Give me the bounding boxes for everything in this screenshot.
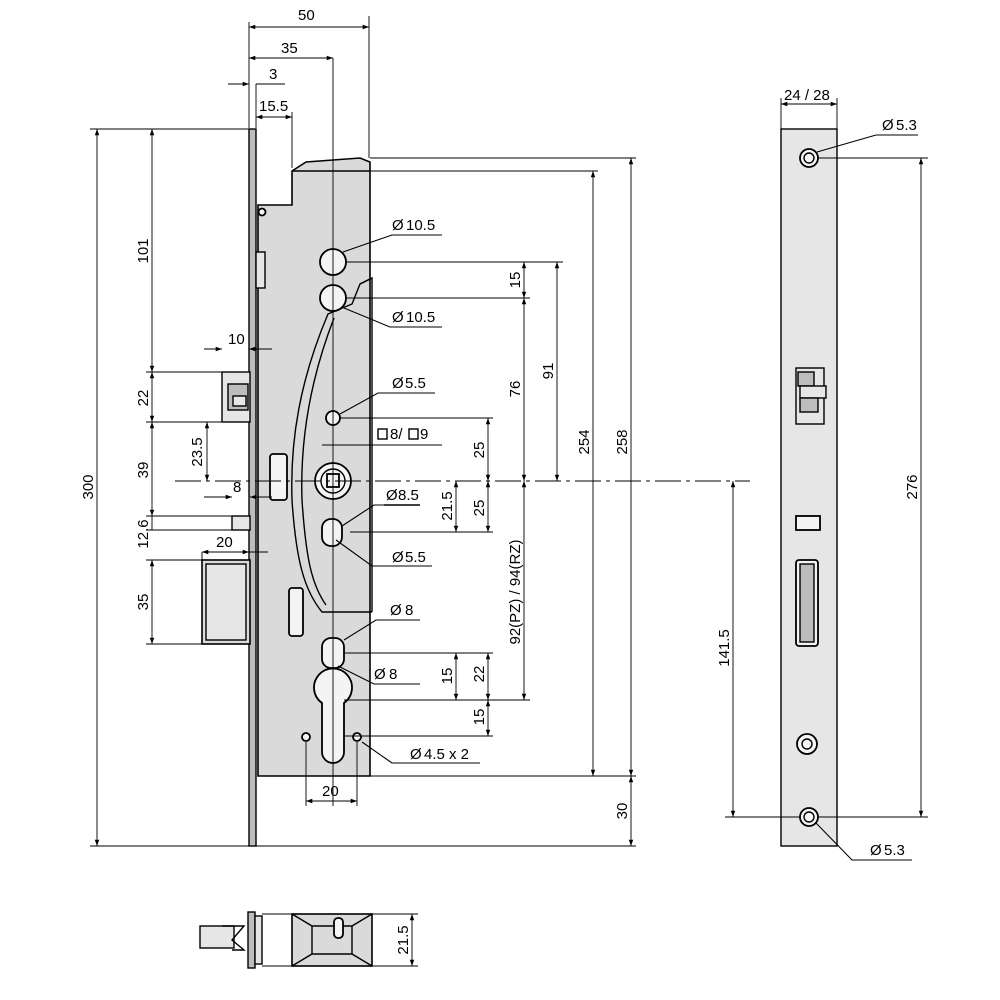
dim-22: 22 bbox=[135, 390, 152, 407]
faceplate-hole-middle bbox=[796, 733, 818, 755]
callout-diameter-symbol: Ø bbox=[410, 746, 422, 763]
bottom-end-view: 21.5 bbox=[199, 911, 418, 969]
internal-lever-outline bbox=[291, 277, 373, 613]
hole-4-5-left bbox=[301, 732, 311, 742]
latch-bolt-tip bbox=[232, 395, 247, 407]
callout-d5-5-lower: 5.5 bbox=[405, 549, 426, 566]
end-view-bolt bbox=[199, 925, 235, 949]
lock-case bbox=[257, 157, 371, 777]
dim-91: 91 bbox=[540, 363, 557, 380]
dim-10: 10 bbox=[228, 331, 245, 348]
callout-diameter-symbol: Ø bbox=[392, 375, 404, 392]
dim-258: 258 bbox=[614, 429, 631, 454]
callout-d5-5-upper: 5.5 bbox=[405, 375, 426, 392]
callout-diameter-symbol: Ø bbox=[870, 842, 882, 859]
dim-25-upper: 25 bbox=[471, 442, 488, 459]
callout-diameter-symbol: Ø bbox=[392, 309, 404, 326]
case-screw bbox=[257, 207, 267, 217]
dim-300: 300 bbox=[80, 474, 97, 499]
dim-76: 76 bbox=[507, 381, 524, 398]
callout-diameter-symbol: Ø bbox=[392, 217, 404, 234]
dim-21-5-end: 21.5 bbox=[395, 925, 412, 954]
faceplate-view: 24 / 28 Ø 5.3 Ø 5.3 276 141.5 bbox=[716, 87, 928, 861]
dim-25-lower: 25 bbox=[471, 500, 488, 517]
dim-92-94: 92(PZ) / 94(RZ) bbox=[507, 539, 524, 644]
faceplate-small-opening bbox=[795, 515, 821, 531]
callout-spindle-8: 8/ bbox=[390, 426, 403, 443]
faceplate bbox=[780, 128, 838, 847]
faceplate-hole-bottom bbox=[799, 807, 819, 827]
dim-101: 101 bbox=[135, 238, 152, 263]
side-clip bbox=[255, 251, 266, 289]
dim-20-cylinder: 20 bbox=[322, 783, 339, 800]
callout-d8-lower: 8 bbox=[389, 666, 397, 683]
case-slot-lower bbox=[288, 587, 304, 637]
faceplate-strip bbox=[248, 128, 257, 847]
hole-4-5-right bbox=[352, 732, 362, 742]
faceplate-hole-top bbox=[799, 148, 819, 168]
slot-8-5 bbox=[321, 518, 343, 547]
dim-22-low: 22 bbox=[471, 666, 488, 683]
end-view-faceplate bbox=[247, 911, 256, 969]
callout-d8-upper: 8 bbox=[405, 602, 413, 619]
dim-8: 8 bbox=[233, 479, 241, 496]
callout-diameter-symbol: Ø bbox=[386, 487, 398, 504]
dead-bolt-face bbox=[205, 563, 247, 641]
main-lock-view: 50 35 3 15.5 300 101 22 39 23.5 bbox=[80, 7, 750, 847]
dim-50: 50 bbox=[298, 7, 315, 24]
dim-141-5: 141.5 bbox=[716, 629, 733, 667]
dim-3: 3 bbox=[269, 66, 277, 83]
dim-21-5: 21.5 bbox=[439, 491, 456, 520]
callout-spindle-9: 9 bbox=[420, 426, 428, 443]
dim-12-6: 12.6 bbox=[135, 519, 152, 548]
dim-15-top: 15 bbox=[507, 272, 524, 289]
case-slot-upper bbox=[269, 453, 288, 501]
callout-d4-5: 4.5 x 2 bbox=[424, 746, 469, 763]
dim-254: 254 bbox=[576, 429, 593, 454]
dim-23-5: 23.5 bbox=[189, 437, 206, 466]
callout-d10-5-top: 10.5 bbox=[406, 217, 435, 234]
auxiliary-bolt bbox=[231, 515, 251, 531]
callout-diameter-symbol: Ø bbox=[392, 549, 404, 566]
dim-15-5: 15.5 bbox=[259, 98, 288, 115]
dim-35-deadbolt: 35 bbox=[135, 594, 152, 611]
dim-15-low-b: 15 bbox=[471, 709, 488, 726]
callout-diameter-symbol: Ø bbox=[882, 117, 894, 134]
square-symbol bbox=[408, 428, 419, 440]
dim-30: 30 bbox=[614, 803, 631, 820]
dim-276: 276 bbox=[904, 474, 921, 499]
square-symbol bbox=[377, 428, 388, 440]
callout-d10-5-second: 10.5 bbox=[406, 309, 435, 326]
internal-lever-inner bbox=[301, 317, 335, 606]
callout-diameter-symbol: Ø bbox=[374, 666, 386, 683]
callout-d5-3-top: 5.3 bbox=[896, 117, 917, 134]
dim-24-28: 24 / 28 bbox=[784, 87, 830, 104]
dim-15-low-a: 15 bbox=[439, 668, 456, 685]
dim-39: 39 bbox=[135, 462, 152, 479]
lever-edge-top bbox=[359, 276, 373, 612]
dim-35: 35 bbox=[281, 40, 298, 57]
dim-20-latch: 20 bbox=[216, 534, 233, 551]
callout-diameter-symbol: Ø bbox=[390, 602, 402, 619]
callout-d5-3-bottom: 5.3 bbox=[884, 842, 905, 859]
callout-d8-5: 8.5 bbox=[398, 487, 419, 504]
